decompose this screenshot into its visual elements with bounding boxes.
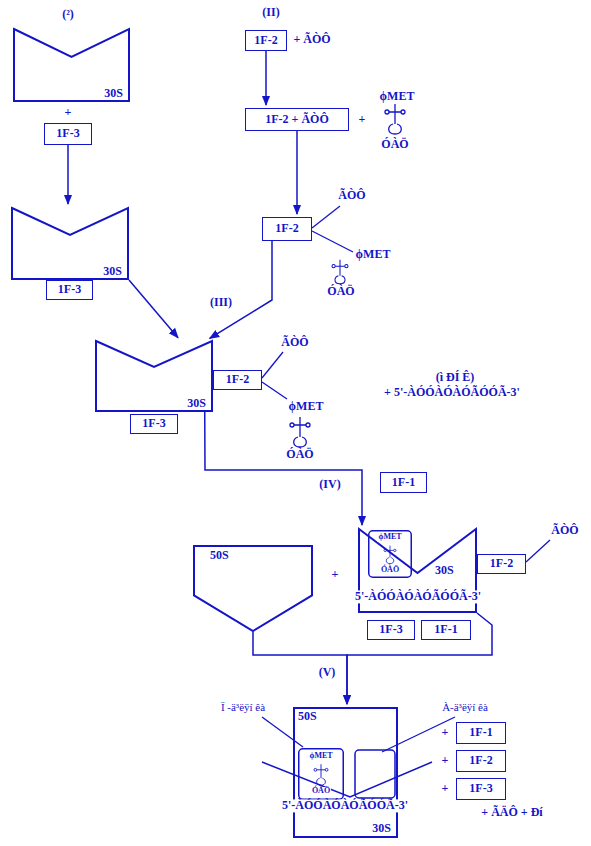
node-text: 1F-3	[378, 623, 403, 636]
node-text: 1F-2 + ÃÒÔ	[264, 113, 330, 126]
trna-label: ϕMET	[355, 248, 392, 261]
node-text: 1F-1	[391, 476, 416, 489]
factor-box: 1F-2	[477, 554, 526, 574]
trna-symbol	[385, 104, 405, 134]
arrow-connector	[129, 280, 178, 338]
ribosome-30s: 30S	[11, 207, 129, 280]
node-text: 30S	[186, 397, 207, 410]
p-site-box: ϕMET ÓÀÖ	[298, 748, 344, 800]
reactant-label: ÃÒÔ	[280, 336, 309, 349]
node-text: 1F-3	[468, 782, 493, 795]
ribosome-30s: 30S ϕMET ÓÀÖ	[358, 528, 477, 613]
factor-box: 1F-3	[44, 123, 92, 145]
arrow-connector	[253, 632, 347, 704]
node-text: 1F-2	[253, 34, 278, 47]
reactant-label: + ÃÒÔ	[292, 33, 331, 46]
stage-number: (²)	[61, 8, 75, 21]
shape-outline	[358, 528, 477, 613]
trna-label: ϕMET	[288, 400, 325, 413]
node-text: 1F-3	[141, 417, 166, 430]
ribosome-30s-outline	[262, 762, 432, 797]
mrna-label: 5'-ÀÓÓÀÓÀÓÃÓÓÃ-3'	[281, 799, 409, 812]
plus-sign: +	[358, 113, 367, 126]
stage-number: (II)	[261, 6, 280, 19]
stage-number: (IV)	[318, 478, 341, 491]
trna-symbol	[290, 417, 310, 447]
node-text: ÓÀÖ	[380, 566, 400, 575]
anticodon-label: ÓÀÖ	[285, 448, 314, 461]
node-text: 50S	[297, 710, 318, 723]
anticodon-label: ÓÀÖ	[326, 285, 355, 298]
arrow-connector	[265, 51, 267, 105]
mrna-label: 5'-ÀÓÓÀÓÀÓÃÓÓÃ-3'	[354, 590, 482, 603]
factor-box: 1F-2 + ÃÒÔ	[245, 108, 349, 131]
plus-sign: +	[441, 726, 450, 739]
site-label: Ï -ä³ëÿí êà	[220, 701, 266, 713]
shape-outline	[293, 707, 398, 838]
bond-line	[262, 382, 287, 399]
bond-line	[312, 206, 340, 228]
factor-box: 1F-2	[456, 750, 506, 772]
a-site-box	[355, 750, 395, 798]
plus-sign: +	[441, 754, 450, 767]
bond-line	[312, 231, 353, 252]
trna-symbol	[314, 764, 328, 785]
plus-sign: +	[64, 106, 73, 119]
ribosome-50s: 50S	[193, 545, 313, 632]
leader-line	[382, 717, 455, 752]
trna-symbol	[332, 260, 348, 284]
bond-line	[526, 540, 550, 562]
factor-box: 1F-3	[367, 620, 415, 640]
factor-box: 1F-1	[421, 620, 471, 640]
node-text: ÓÀÖ	[311, 787, 331, 796]
ribosome-30s: 30S	[13, 28, 130, 102]
factor-box: 1F-2	[262, 217, 312, 241]
product-label: + ÃÄÔ + Ðí	[480, 806, 543, 819]
reactant-label: ÃÒÔ	[337, 189, 366, 202]
arrow-connector	[347, 613, 492, 704]
node-text: 1F-2	[225, 373, 250, 386]
anticodon-label: ÓÀÖ	[380, 138, 409, 151]
node-text: 1F-3	[57, 283, 82, 296]
node-text: 1F-3	[55, 127, 80, 140]
plus-sign: +	[441, 782, 450, 795]
factor-box: 1F-1	[380, 472, 427, 493]
node-text: 1F-2	[468, 754, 493, 767]
mrna-label: + 5'-ÀÓÓÀÓÀÓÃÓÓÃ-3'	[383, 386, 521, 399]
plus-sign: +	[331, 568, 340, 581]
bond-line	[262, 352, 283, 378]
node-text: 30S	[102, 265, 123, 278]
node-text: ϕMET	[377, 533, 402, 542]
site-label: À-ä³ëÿí êà	[441, 701, 489, 713]
factor-box: 1F-2	[213, 370, 262, 390]
node-text: 1F-2	[489, 557, 514, 570]
arrow-connector	[296, 131, 298, 214]
stage-number: (V)	[318, 666, 337, 679]
factor-box: 1F-2	[245, 30, 287, 51]
node-text: 1F-1	[468, 726, 493, 739]
node-text: 30S	[434, 564, 455, 577]
reactant-label: (ì ÐÍ Ê)	[435, 371, 476, 384]
factor-box: 1F-3	[46, 280, 93, 300]
factor-box: 1F-3	[130, 414, 178, 434]
stage-number: (III)	[209, 296, 233, 309]
arrow-connector	[210, 241, 272, 338]
node-text: 30S	[103, 87, 124, 100]
node-text: ϕMET	[308, 752, 333, 761]
node-text: 1F-2	[274, 222, 299, 235]
ribosome-30s: 30S	[95, 340, 213, 412]
node-text: 30S	[371, 822, 392, 835]
trna-box: ϕMET ÓÀÖ	[368, 530, 412, 578]
node-text: 1F-1	[433, 623, 458, 636]
arrow-connector	[205, 412, 362, 525]
factor-box: 1F-1	[456, 722, 506, 744]
factor-box: 1F-3	[456, 778, 506, 800]
reactant-label: ÃÒÔ	[550, 524, 579, 537]
trna-label: ϕMET	[379, 90, 416, 103]
node-text: 50S	[209, 549, 230, 562]
ribosome-70s: 50S 30S ϕMET ÓÀÖ	[293, 707, 398, 838]
arrow-connector	[67, 145, 69, 204]
